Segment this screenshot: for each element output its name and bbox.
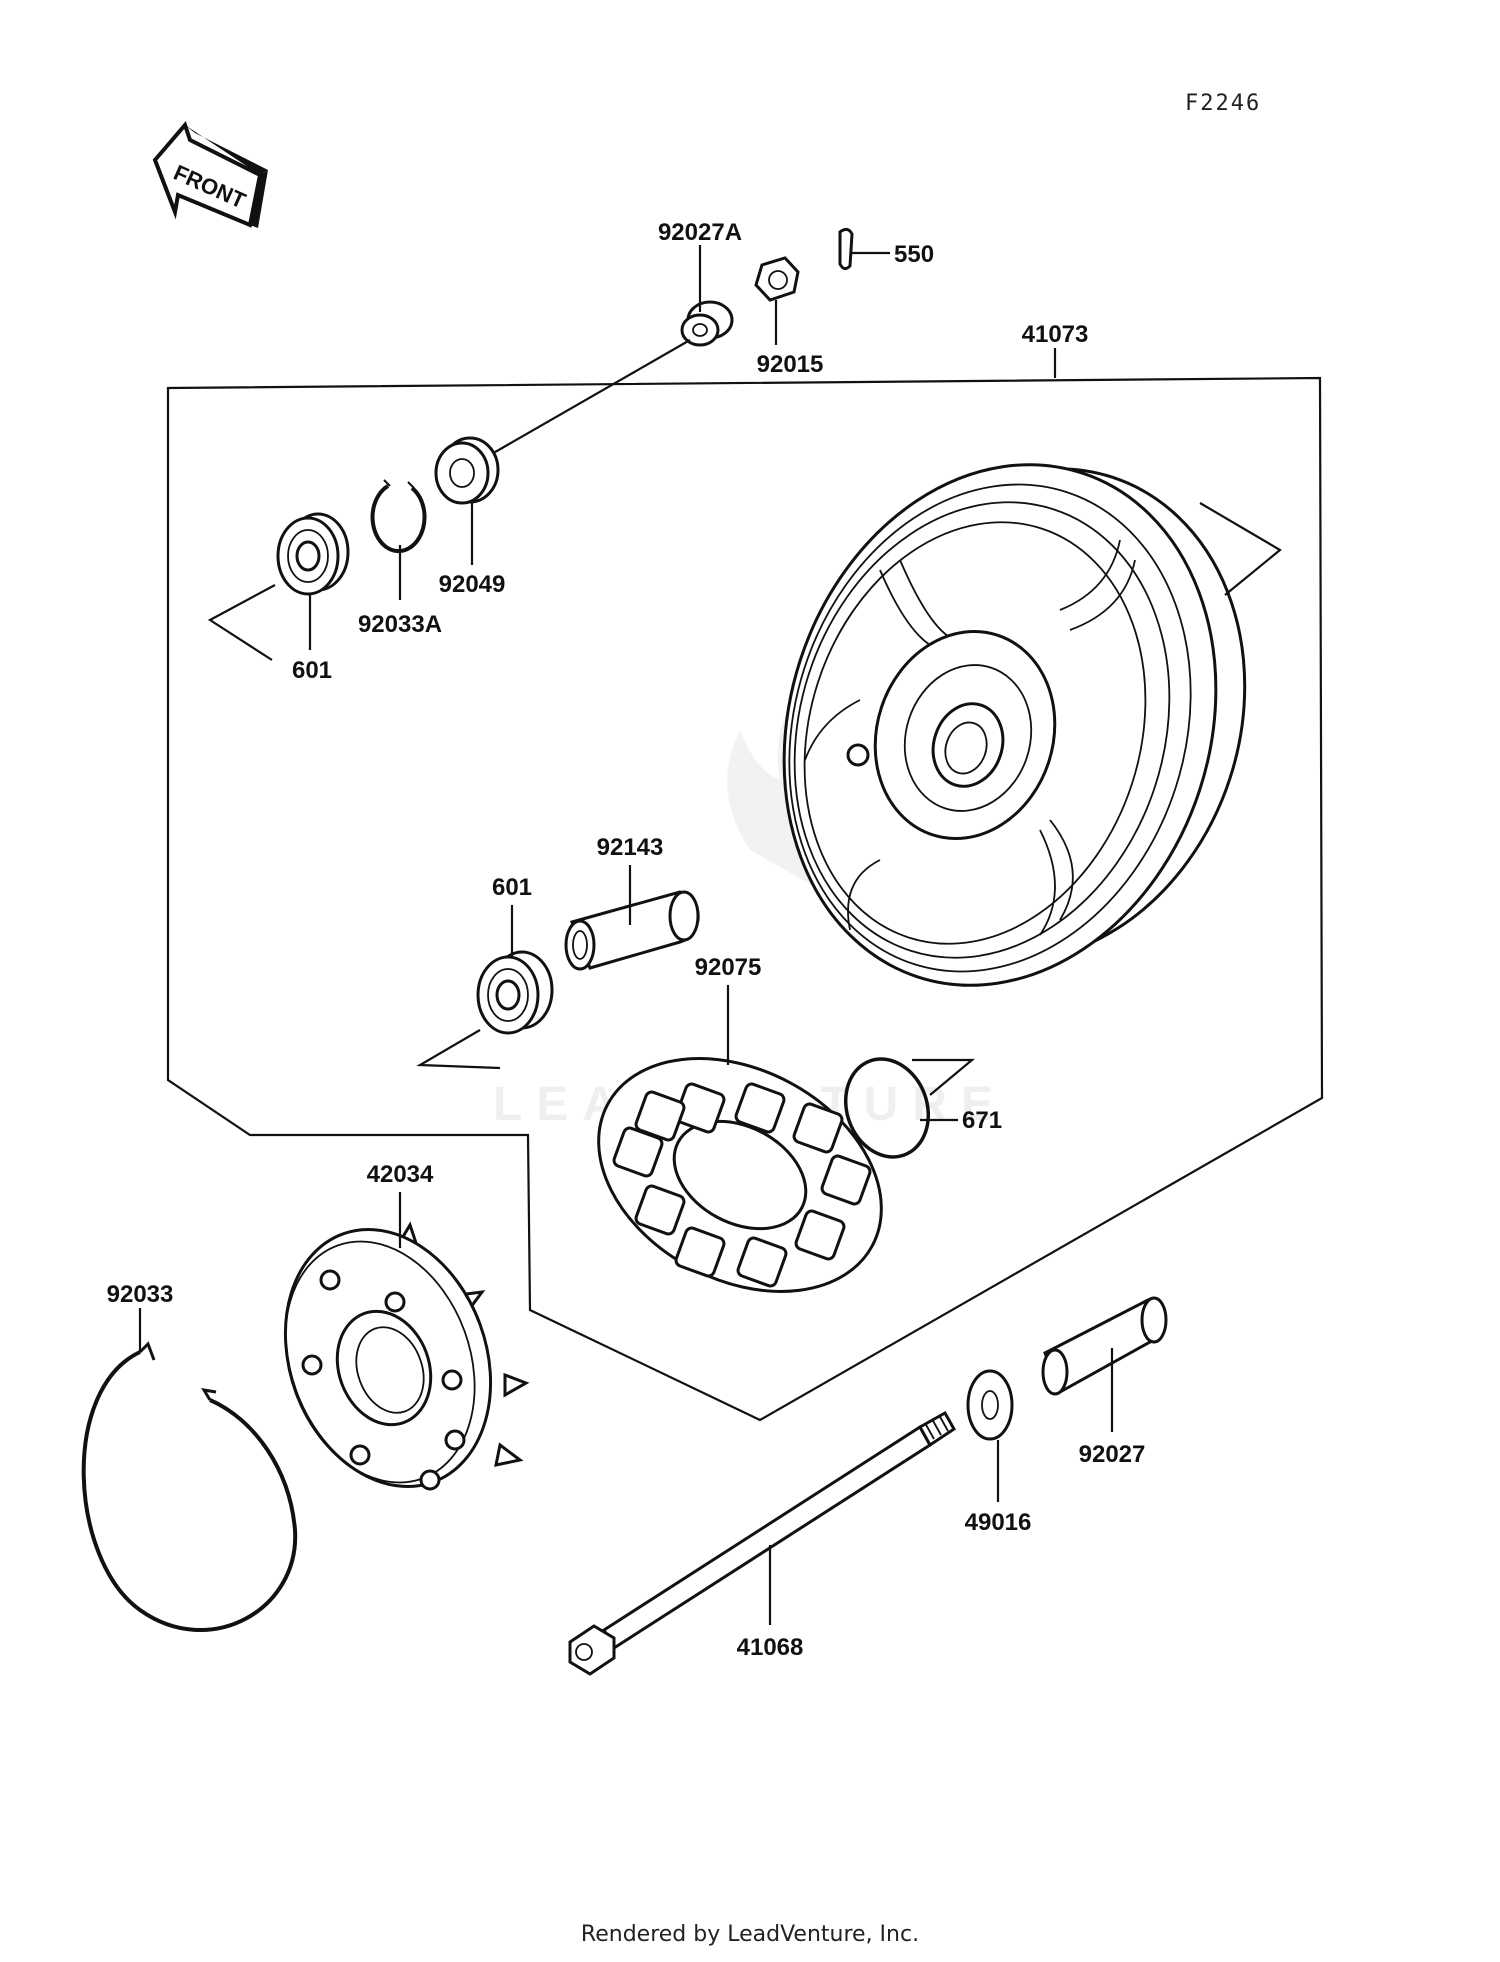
nut-92015 <box>754 256 800 302</box>
coupling-42034 <box>283 1221 530 1491</box>
label-41068: 41068 <box>737 1634 804 1661</box>
collar-92027 <box>1041 1296 1168 1396</box>
washer-49016 <box>966 1369 1014 1441</box>
axis-indicator-601-top <box>207 584 276 661</box>
axis-indicator-671 <box>912 1058 976 1096</box>
label-92033A: 92033A <box>358 611 442 638</box>
front-arrow-icon: FRONT <box>152 121 268 228</box>
label-49016: 49016 <box>965 1509 1032 1536</box>
label-671: 671 <box>962 1107 1002 1134</box>
label-550: 550 <box>894 241 934 268</box>
label-41073: 41073 <box>1022 321 1089 348</box>
axle-41068 <box>568 1410 956 1676</box>
label-92033: 92033 <box>107 1281 174 1308</box>
leader-92027A-axis <box>489 339 691 456</box>
label-92027A: 92027A <box>658 219 742 246</box>
label-92143: 92143 <box>597 834 664 861</box>
label-92075: 92075 <box>695 954 762 981</box>
oil-seal-92049 <box>434 436 500 505</box>
label-42034: 42034 <box>367 1161 434 1188</box>
rear-wheel <box>782 463 1282 987</box>
label-92027: 92027 <box>1079 1441 1146 1468</box>
label-601-top: 601 <box>292 657 332 684</box>
footer-credit: Rendered by LeadVenture, Inc. <box>580 1922 920 1947</box>
o-ring-671 <box>843 1057 931 1159</box>
assembly-outline <box>166 376 1324 1422</box>
label-92049: 92049 <box>439 571 506 598</box>
label-92015: 92015 <box>757 351 824 378</box>
damper-92075 <box>597 1057 883 1293</box>
bearing-601-mid <box>476 950 554 1035</box>
spacer-92143 <box>564 890 700 971</box>
snap-ring-92033 <box>81 1341 298 1632</box>
cotter-pin-550 <box>838 227 854 271</box>
label-601-mid: 601 <box>492 874 532 901</box>
circlip-92033A <box>370 479 427 554</box>
bearing-601-top <box>276 512 350 596</box>
axis-indicator-601-mid <box>416 1029 501 1070</box>
reference-code: F2246 <box>1185 91 1261 116</box>
collar-92027A <box>680 300 734 347</box>
